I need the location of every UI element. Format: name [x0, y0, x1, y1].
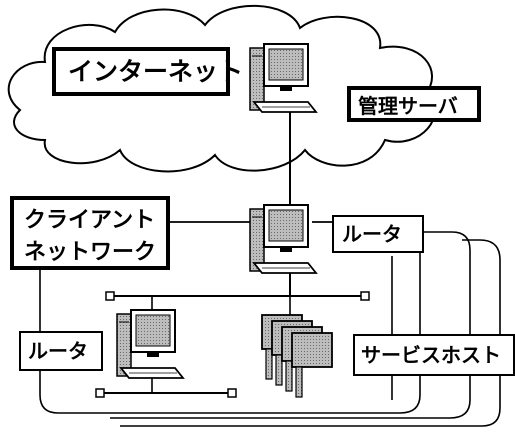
client-network-label: クライアント ネットワーク — [10, 196, 170, 270]
server-stack-icon — [261, 314, 333, 398]
management-server-label: 管理サーバ — [347, 86, 481, 122]
management-computer-icon — [249, 43, 317, 113]
terminator-left — [105, 291, 115, 301]
router-label-left: ルータ — [19, 331, 103, 371]
terminator-lower-left — [95, 388, 105, 398]
client-computer-icon — [116, 309, 184, 379]
service-host-label: サービスホスト — [353, 334, 515, 376]
router-computer-icon — [249, 204, 317, 274]
terminator-right — [360, 291, 370, 301]
client-network-label-line1: クライアント — [24, 208, 156, 233]
terminator-lower-right — [227, 388, 237, 398]
client-network-label-line2: ネットワーク — [24, 240, 157, 265]
internet-label: インターネット — [52, 47, 243, 96]
router-label-top: ルータ — [332, 215, 424, 253]
loop-outer-2 — [110, 231, 471, 419]
